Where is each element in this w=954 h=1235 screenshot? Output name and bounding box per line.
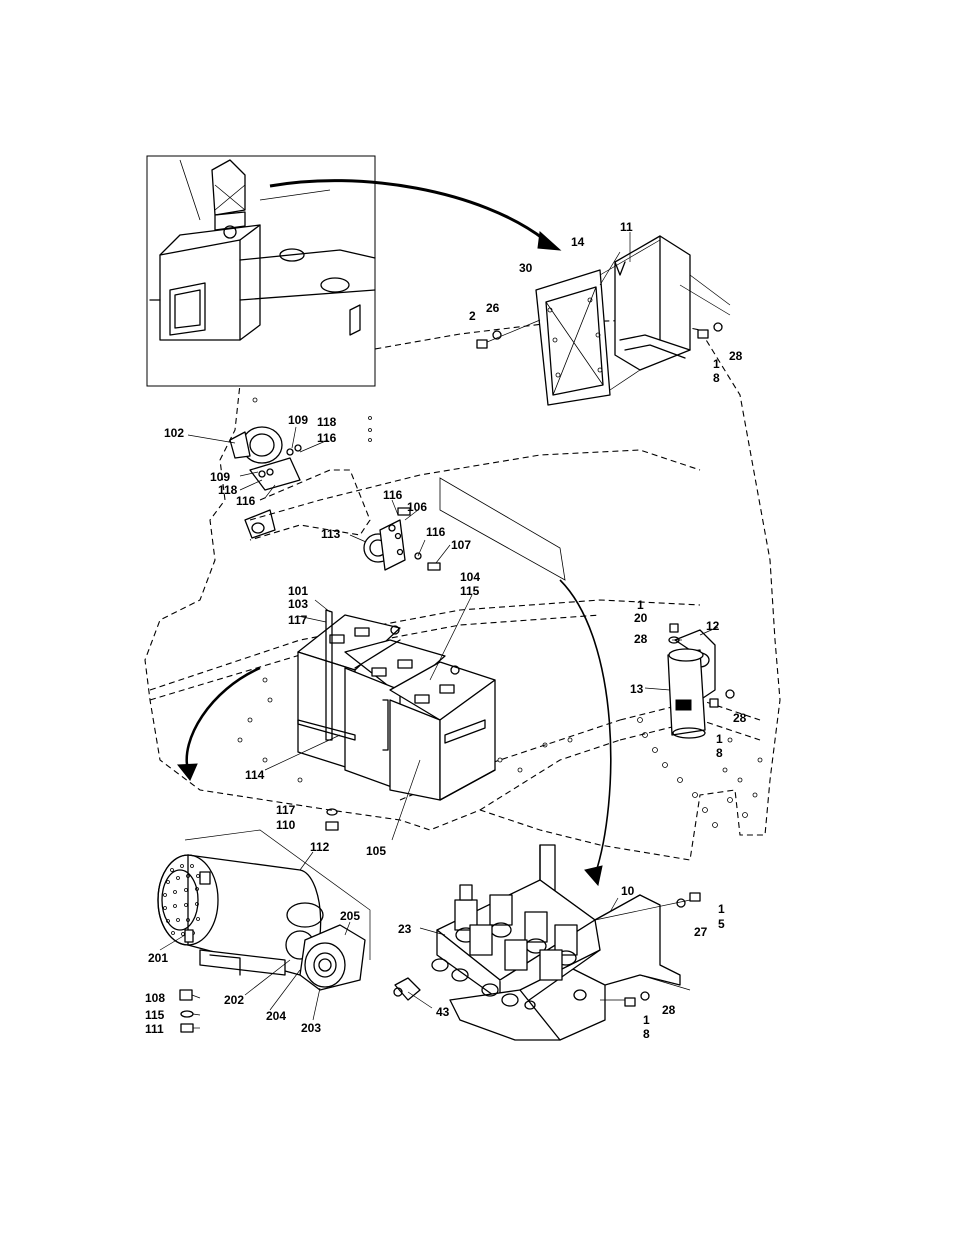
- callout-8-b: 8: [716, 746, 723, 760]
- callout-1-b: 1: [637, 598, 644, 612]
- callout-arrow-left: [177, 666, 261, 781]
- callout-104: 104: [460, 570, 480, 584]
- callout-114: 114: [245, 768, 265, 782]
- solenoid: [363, 507, 441, 571]
- callout-108: 108: [145, 991, 165, 1005]
- callout-110: 110: [276, 818, 296, 832]
- callout-109-b: 109: [210, 470, 230, 484]
- callout-26: 26: [486, 301, 500, 315]
- valve-manifold: [393, 844, 701, 1041]
- callout-5: 5: [718, 917, 725, 931]
- callout-13: 13: [630, 682, 644, 696]
- callout-205: 205: [340, 909, 360, 923]
- callout-116-d: 116: [426, 525, 446, 539]
- reference-outline: [439, 477, 566, 581]
- callout-28-c: 28: [733, 711, 747, 725]
- callout-arrow-right: [559, 579, 612, 887]
- callout-103: 103: [288, 597, 308, 611]
- callout-23: 23: [398, 922, 412, 936]
- battery-fasteners: [325, 808, 339, 831]
- callout-1-a: 1: [713, 357, 720, 371]
- callout-2: 2: [469, 309, 476, 323]
- callout-43: 43: [436, 1005, 450, 1019]
- callout-28-d: 28: [662, 1003, 676, 1017]
- battery-bank: [297, 609, 496, 801]
- callout-labels: 11 14 30 2 26 1 8 28 102 109 118 116 109…: [145, 220, 747, 1041]
- locator-inset: [146, 155, 376, 387]
- callout-112: 112: [310, 840, 330, 854]
- callout-14: 14: [571, 235, 585, 249]
- motor-fasteners: [179, 989, 194, 1033]
- leader-lines: [159, 232, 719, 1029]
- callout-106: 106: [407, 500, 427, 514]
- callout-30: 30: [519, 261, 533, 275]
- callout-1-d: 1: [718, 902, 725, 916]
- electrical-box: [476, 235, 731, 406]
- callout-arrow-top: [269, 179, 562, 251]
- callout-11: 11: [620, 220, 633, 234]
- callout-115-a: 115: [460, 584, 480, 598]
- callout-105: 105: [366, 844, 386, 858]
- mounting-bracket: [244, 469, 371, 541]
- callout-8-c: 8: [643, 1027, 650, 1041]
- callout-115-b: 115: [145, 1008, 165, 1022]
- pump-motor: [157, 829, 371, 991]
- callout-113: 113: [321, 527, 341, 541]
- callout-10: 10: [621, 884, 635, 898]
- callout-201: 201: [148, 951, 168, 965]
- callout-117-a: 117: [288, 613, 308, 627]
- callout-109-a: 109: [288, 413, 308, 427]
- callout-8-a: 8: [713, 371, 720, 385]
- callout-1-e: 1: [643, 1013, 650, 1027]
- callout-27: 27: [694, 925, 708, 939]
- horn-assembly: [229, 426, 302, 491]
- callout-28-a: 28: [729, 349, 743, 363]
- callout-12: 12: [706, 619, 720, 633]
- callout-116-c: 116: [383, 488, 403, 502]
- callout-204: 204: [266, 1009, 286, 1023]
- callout-1-c: 1: [716, 732, 723, 746]
- callout-101: 101: [288, 584, 308, 598]
- callout-20: 20: [634, 611, 648, 625]
- callout-116-a: 116: [317, 431, 337, 445]
- callout-116-b: 116: [236, 494, 256, 508]
- callout-111: 111: [145, 1022, 164, 1036]
- callout-102: 102: [164, 426, 184, 440]
- callout-117-b: 117: [276, 803, 296, 817]
- callout-118-a: 118: [317, 415, 337, 429]
- hydraulic-filter: [667, 623, 735, 739]
- callout-107: 107: [451, 538, 471, 552]
- callout-202: 202: [224, 993, 244, 1007]
- callout-28-b: 28: [634, 632, 648, 646]
- callout-203: 203: [301, 1021, 321, 1035]
- callout-118-b: 118: [218, 483, 238, 497]
